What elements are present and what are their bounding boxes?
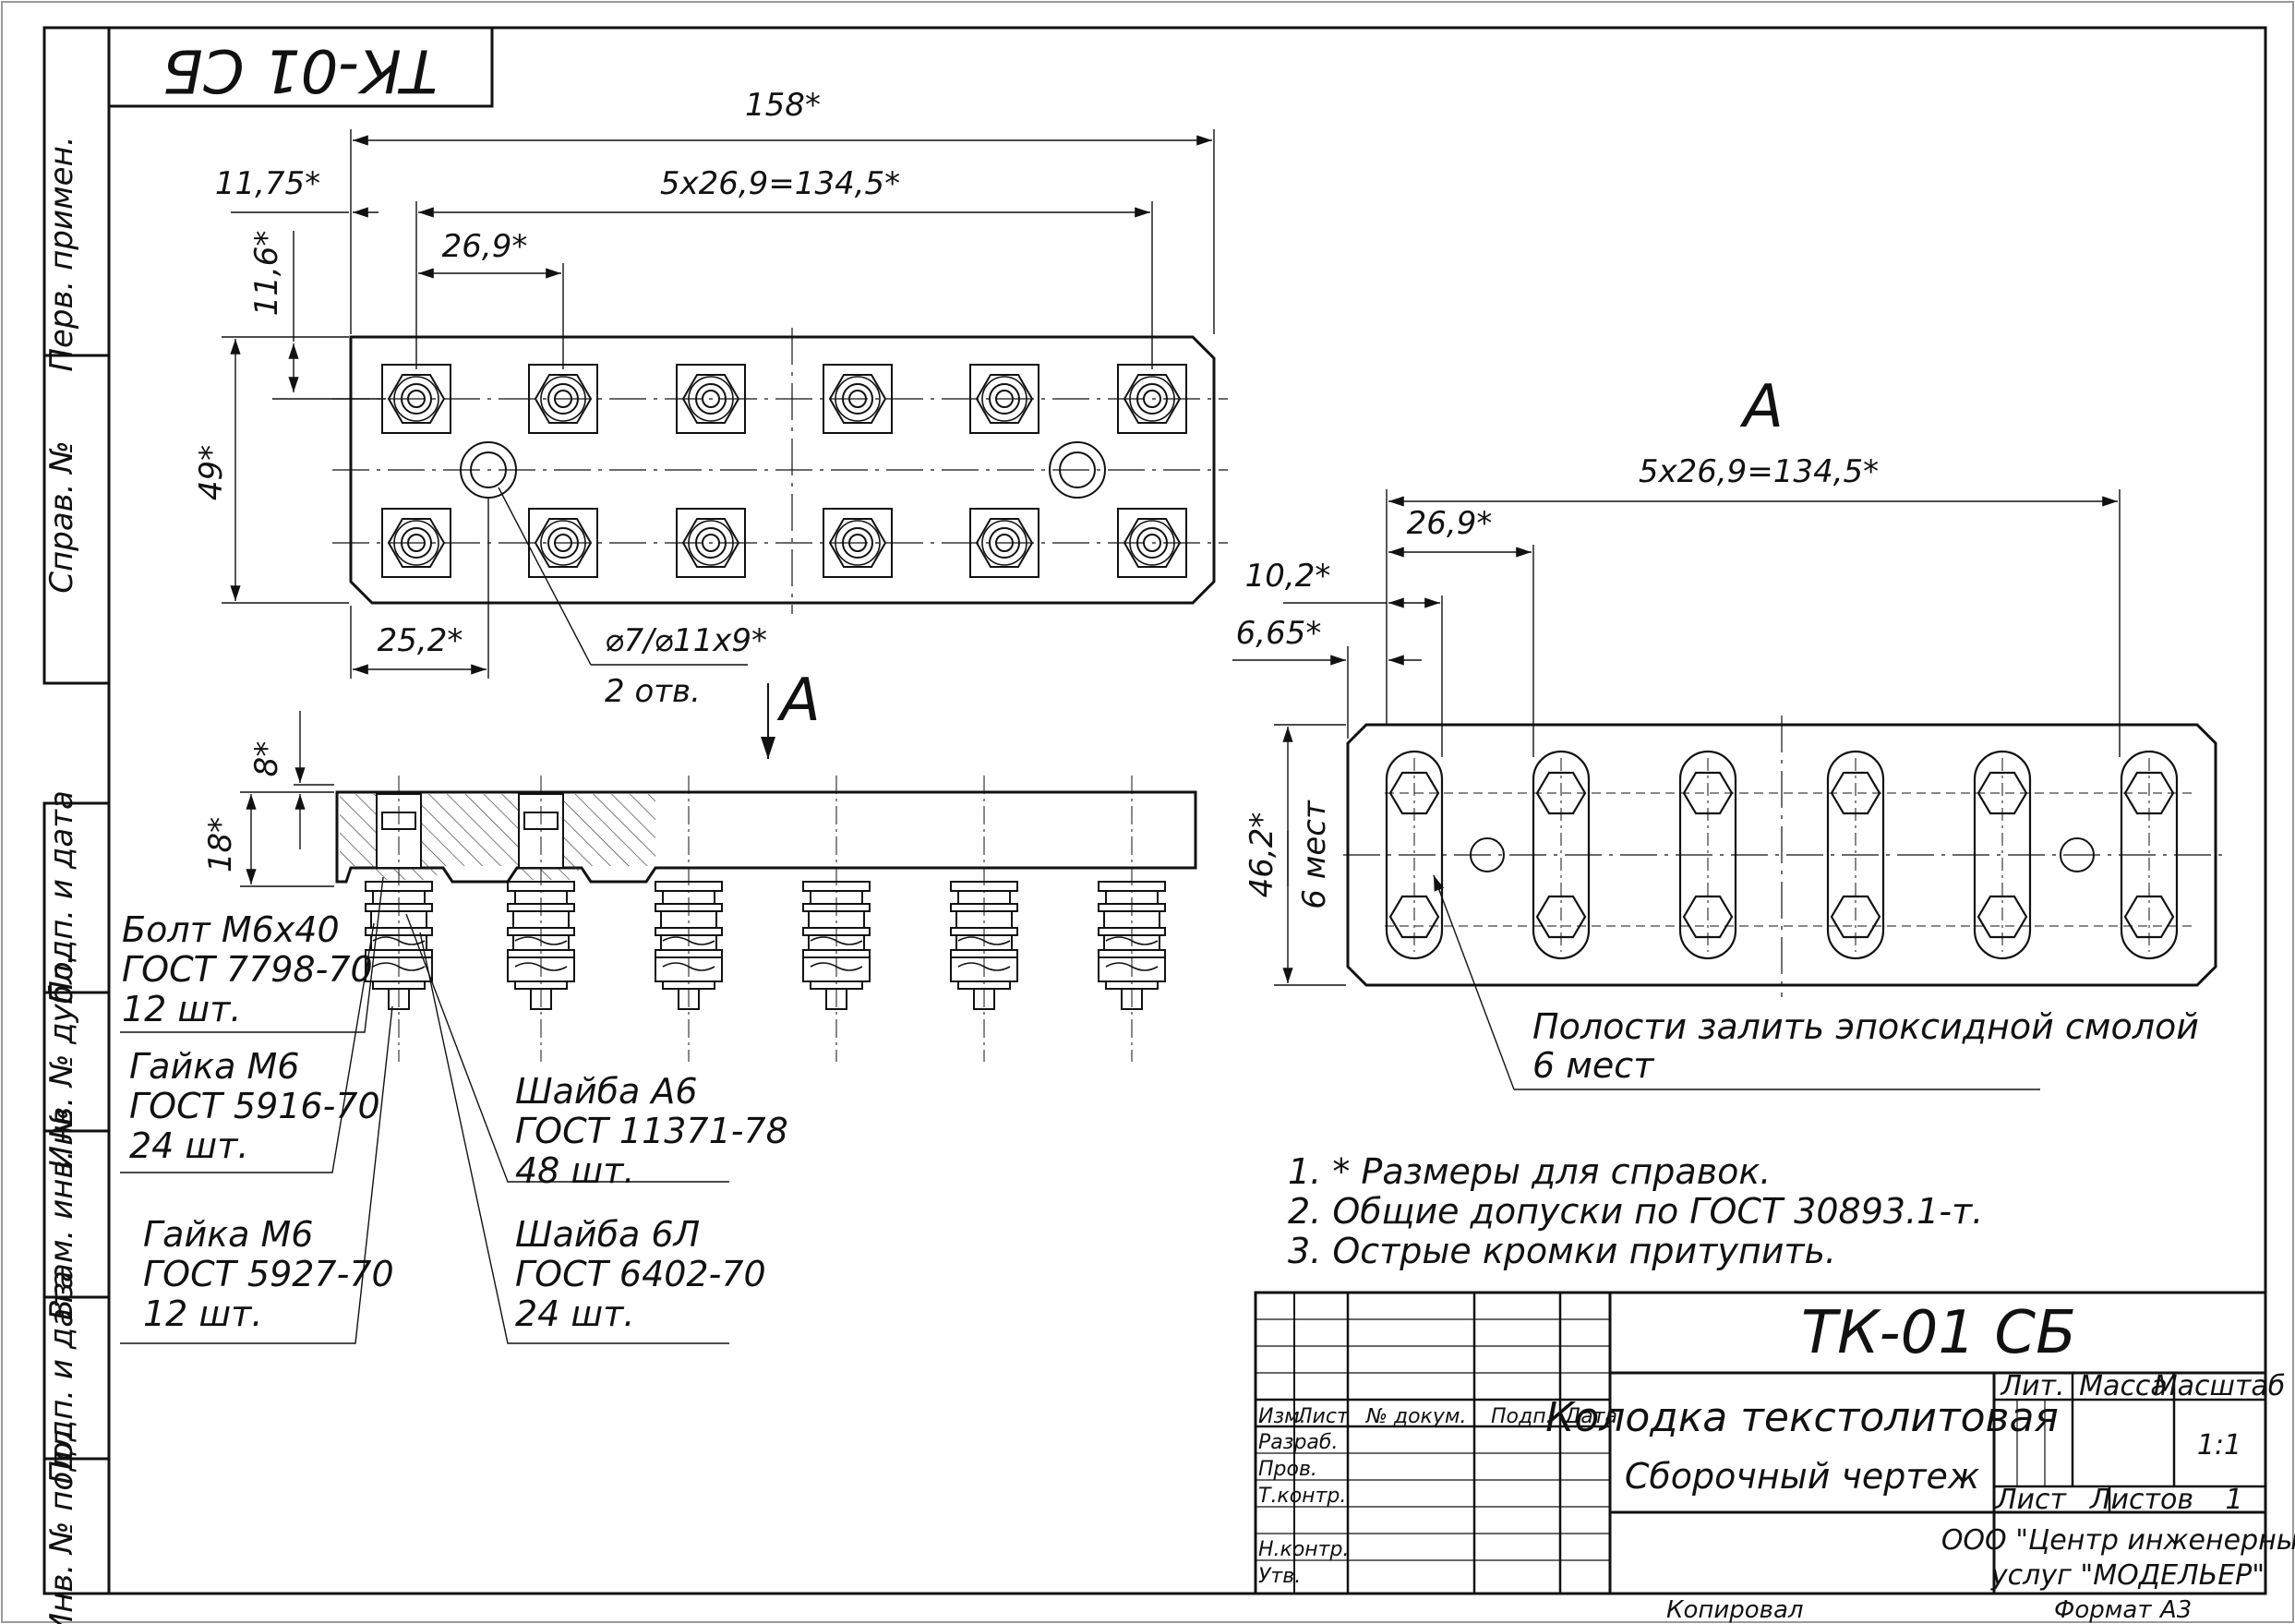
tb-col-podp: Подп.: [1491, 1405, 1553, 1428]
view-a: A 5x26,9=134,5* 26,9* 10,2* 6,65* 46,2* …: [1232, 373, 2225, 1090]
callout-bolt-l1: Болт М6х40: [122, 909, 340, 950]
tb-sheets-value: 1: [2225, 1484, 2242, 1516]
dim-pitch-total: 5x26,9=134,5*: [660, 165, 900, 202]
corner-stamp-code: ТК-01 СБ: [162, 35, 438, 103]
tb-name: Колодка текстолитовая: [1545, 1394, 2059, 1441]
side-labels: Перв. примен. Справ. № Подп. и дата Инв.…: [43, 136, 80, 1624]
title-block: ТК-01 СБ Колодка текстолитовая Сборочный…: [1254, 1291, 2295, 1624]
tb-copied: Копировал: [1666, 1596, 1804, 1624]
callout-nut1-l3: 24 шт.: [129, 1125, 248, 1166]
tb-doc-code: ТК-01 СБ: [1801, 1299, 2076, 1367]
view-a-dim-pitch: 26,9*: [1407, 505, 1493, 542]
dim-hole-count: 2 отв.: [605, 673, 701, 710]
side-label-podp-data-2: Подп. и дата: [43, 1270, 80, 1485]
tb-lit-label: Лит.: [2000, 1370, 2064, 1402]
tb-role-prov: Пров.: [1258, 1458, 1317, 1481]
tb-sheet-label: Лист: [1995, 1484, 2068, 1516]
dim-width: 49*: [193, 445, 230, 500]
top-view: 158* 5x26,9=134,5* 11,75* 26,9* 11,6* 49…: [193, 87, 1228, 759]
tb-sheets-label: Листов: [2089, 1484, 2193, 1516]
callout-nut2-l2: ГОСТ 5927-70: [143, 1254, 394, 1294]
callout-washer2-l1: Шайба 6Л: [515, 1214, 700, 1255]
tech-notes: 1. * Размеры для справок. 2. Общие допус…: [1288, 1151, 1983, 1271]
tb-col-list: Лист: [1296, 1405, 1350, 1428]
side-label-podp-data-1: Подп. и дата: [43, 790, 80, 1004]
tb-col-data: Дата: [1564, 1405, 1617, 1428]
tb-role-utv: Утв.: [1258, 1565, 1301, 1588]
tb-doc-type: Сборочный чертеж: [1625, 1456, 1979, 1497]
callout-bolt-l3: 12 шт.: [122, 989, 241, 1029]
side-label-vzam-inv: Взам. инв. №: [43, 1108, 80, 1321]
dim-hole-pos: 25,2*: [378, 622, 463, 659]
view-a-dim-d1: 10,2*: [1245, 558, 1331, 595]
callout-washer2-l2: ГОСТ 6402-70: [515, 1254, 766, 1294]
callout-washer1-l2: ГОСТ 11371-78: [515, 1111, 788, 1151]
callout-nut2-l3: 12 шт.: [143, 1293, 262, 1334]
note-2: 2. Общие допуски по ГОСТ 30893.1-т.: [1288, 1191, 1983, 1232]
view-a-dim-height: 46,2*: [1244, 812, 1280, 898]
callout-washer2-l3: 24 шт.: [515, 1293, 634, 1334]
dim-edge-offset: 11,75*: [215, 165, 320, 202]
tb-col-izm: Изм.: [1258, 1405, 1306, 1428]
callout-washer1-l3: 48 шт.: [515, 1150, 634, 1191]
dim-height: 18*: [202, 817, 239, 872]
dim-pitch: 26,9*: [442, 228, 528, 265]
tb-role-tkontr: Т.контр.: [1258, 1485, 1346, 1508]
side-view: 8* 18* Болт М6х40 ГОСТ 7798-70 12 шт. Га…: [120, 711, 1197, 1344]
tb-format-value: А3: [2158, 1596, 2192, 1624]
tb-mass-label: Масса: [2079, 1370, 2168, 1402]
callout-nut1-l1: Гайка М6: [129, 1046, 299, 1087]
callout-bolt-l2: ГОСТ 7798-70: [122, 949, 373, 990]
view-a-dim-places: 6 мест: [1296, 800, 1333, 909]
side-label-perv-primen: Перв. примен.: [43, 136, 80, 371]
view-arrow-label: A: [776, 667, 821, 735]
view-a-title: A: [1739, 373, 1784, 441]
tb-scale-value: 1:1: [2197, 1429, 2241, 1462]
dim-row-offset: 11,6*: [248, 231, 285, 317]
note-1: 1. * Размеры для справок.: [1288, 1151, 1771, 1192]
side-label-sprav: Справ. №: [43, 440, 80, 593]
tb-scale-label: Масштаб: [2154, 1370, 2286, 1402]
tb-org-l2: услуг "МОДЕЛЬЕР": [1990, 1559, 2265, 1592]
callout-nut2-l1: Гайка М6: [143, 1214, 313, 1255]
tb-format-label: Формат: [2054, 1596, 2152, 1624]
side-label-inv-dubl: Инв. № дубл.: [43, 955, 80, 1170]
callout-washer1-l1: Шайба А6: [515, 1071, 698, 1112]
dim-hole-spec: ⌀7/⌀11x9*: [605, 622, 767, 659]
tb-role-razrab: Разраб.: [1258, 1431, 1338, 1454]
callout-nut1-l2: ГОСТ 5916-70: [129, 1086, 380, 1126]
tb-org-l1: ООО "Центр инженерных: [1941, 1524, 2295, 1557]
dim-top: 8*: [248, 741, 285, 777]
view-a-dim-d2: 6,65*: [1236, 615, 1322, 652]
view-a-note-l1: Полости залить эпоксидной смолой: [1532, 1006, 2199, 1047]
tb-col-ndok: № докум.: [1365, 1405, 1466, 1428]
view-a-note-l2: 6 мест: [1532, 1045, 1655, 1086]
side-label-inv-podl: Инв. № подл.: [43, 1420, 80, 1624]
view-a-dim-pitch-total: 5x26,9=134,5*: [1639, 453, 1879, 490]
corner-stamp: ТК-01 СБ: [107, 26, 494, 108]
note-3: 3. Острые кромки притупить.: [1288, 1231, 1836, 1271]
dim-overall: 158*: [745, 87, 821, 124]
tb-role-nkontr: Н.контр.: [1258, 1538, 1349, 1561]
